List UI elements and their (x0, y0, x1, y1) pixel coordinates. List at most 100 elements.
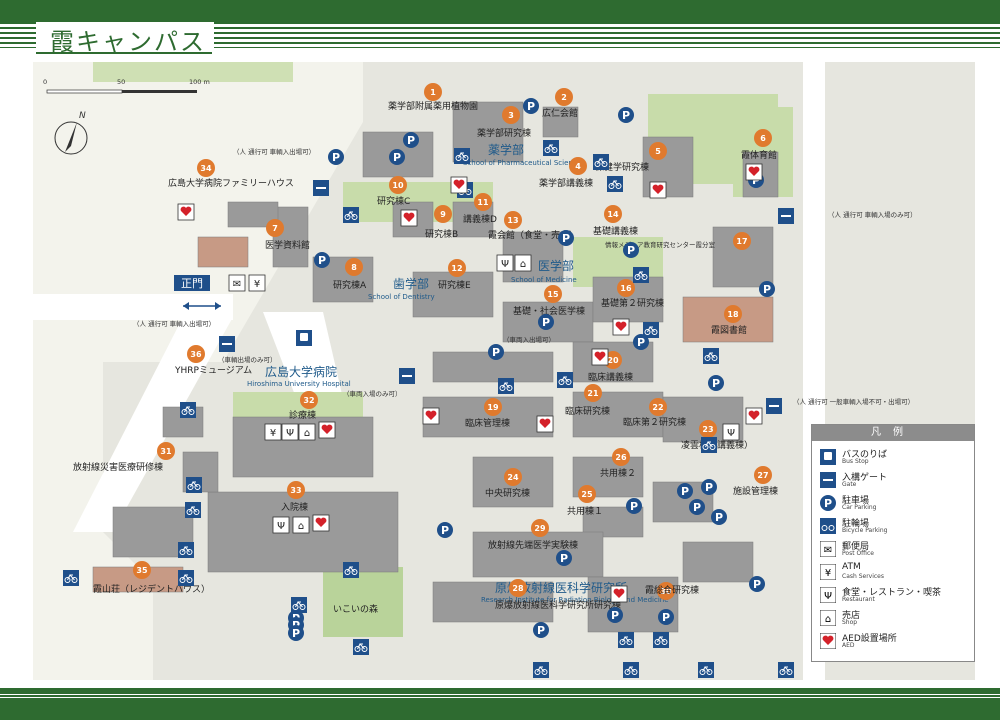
bicycle-icon[interactable] (607, 176, 623, 192)
parking-icon[interactable]: P (288, 625, 304, 641)
campus-map[interactable]: 0 50 100 m N 正門 （人 通行可 車輌入出場可） （人 通行可 車輌… (33, 62, 975, 680)
bicycle-icon[interactable] (778, 662, 794, 678)
building-number-badge[interactable] (197, 159, 215, 177)
building-number-badge[interactable] (617, 279, 635, 297)
bicycle-icon[interactable] (180, 402, 196, 418)
parking-icon[interactable]: P (328, 149, 344, 165)
building-number-badge[interactable] (555, 88, 573, 106)
building-number-badge[interactable] (754, 466, 772, 484)
parking-icon[interactable]: P (711, 509, 727, 525)
building-number-badge[interactable] (724, 305, 742, 323)
building-number-badge[interactable] (569, 157, 587, 175)
building-number-badge[interactable] (448, 259, 466, 277)
building-number-badge[interactable] (300, 391, 318, 409)
bicycle-icon[interactable] (633, 267, 649, 283)
building-number-badge[interactable] (287, 481, 305, 499)
atm-icon[interactable]: ¥ (248, 274, 266, 292)
building-number-badge[interactable] (474, 193, 492, 211)
bicycle-icon[interactable] (593, 154, 609, 170)
building-number-badge[interactable] (484, 398, 502, 416)
building-number-badge[interactable] (504, 468, 522, 486)
bicycle-icon[interactable] (557, 372, 573, 388)
parking-icon[interactable]: P (523, 98, 539, 114)
building-number-badge[interactable] (604, 351, 622, 369)
gate-icon[interactable] (399, 368, 415, 384)
parking-icon[interactable]: P (759, 281, 775, 297)
parking-icon[interactable]: P (626, 498, 642, 514)
parking-icon[interactable]: P (658, 609, 674, 625)
bicycle-icon[interactable] (343, 207, 359, 223)
aed-icon[interactable] (610, 585, 628, 603)
building-number-badge[interactable] (424, 83, 442, 101)
building-number-badge[interactable] (389, 176, 407, 194)
bicycle-icon[interactable] (703, 348, 719, 364)
parking-icon[interactable]: P (314, 252, 330, 268)
bicycle-icon[interactable] (343, 562, 359, 578)
shop-icon[interactable]: ⌂ (292, 516, 310, 534)
restaurant-icon[interactable]: Ψ (722, 423, 740, 441)
building-number-badge[interactable] (584, 384, 602, 402)
bicycle-icon[interactable] (291, 597, 307, 613)
building-number-badge[interactable] (266, 219, 284, 237)
building-number-badge[interactable] (657, 582, 675, 600)
gate-icon[interactable] (219, 336, 235, 352)
parking-icon[interactable]: P (538, 314, 554, 330)
bicycle-icon[interactable] (618, 632, 634, 648)
shop-icon[interactable]: ⌂ (298, 423, 316, 441)
post-office-icon[interactable]: ✉ (228, 274, 246, 292)
parking-icon[interactable]: P (618, 107, 634, 123)
parking-icon[interactable]: P (749, 576, 765, 592)
parking-icon[interactable]: P (708, 375, 724, 391)
parking-icon[interactable]: P (558, 230, 574, 246)
parking-icon[interactable]: P (437, 522, 453, 538)
building-number-badge[interactable] (345, 258, 363, 276)
building-number-badge[interactable] (187, 345, 205, 363)
building-number-badge[interactable] (612, 448, 630, 466)
bicycle-icon[interactable] (533, 662, 549, 678)
aed-icon[interactable] (422, 407, 440, 425)
bicycle-icon[interactable] (643, 322, 659, 338)
building-number-badge[interactable] (544, 285, 562, 303)
parking-icon[interactable]: P (677, 483, 693, 499)
aed-icon[interactable] (745, 407, 763, 425)
aed-icon[interactable] (312, 514, 330, 532)
aed-icon[interactable] (318, 421, 336, 439)
building-number-badge[interactable] (531, 519, 549, 537)
parking-icon[interactable]: P (623, 242, 639, 258)
restaurant-icon[interactable]: Ψ (281, 423, 299, 441)
shop-icon[interactable]: ⌂ (514, 254, 532, 272)
parking-icon[interactable]: P (389, 149, 405, 165)
building-markers[interactable]: 1薬学部附属薬用植物園2広仁会館3薬学部研究棟4薬学部講義棟5保健学研究棟6霞体… (73, 83, 778, 611)
bicycle-icon[interactable] (498, 378, 514, 394)
building-number-badge[interactable] (504, 211, 522, 229)
restaurant-icon[interactable]: Ψ (272, 516, 290, 534)
bicycle-icon[interactable] (178, 570, 194, 586)
map-canvas[interactable]: 0 50 100 m N 正門 （人 通行可 車輌入出場可） （人 通行可 車輌… (33, 62, 975, 680)
